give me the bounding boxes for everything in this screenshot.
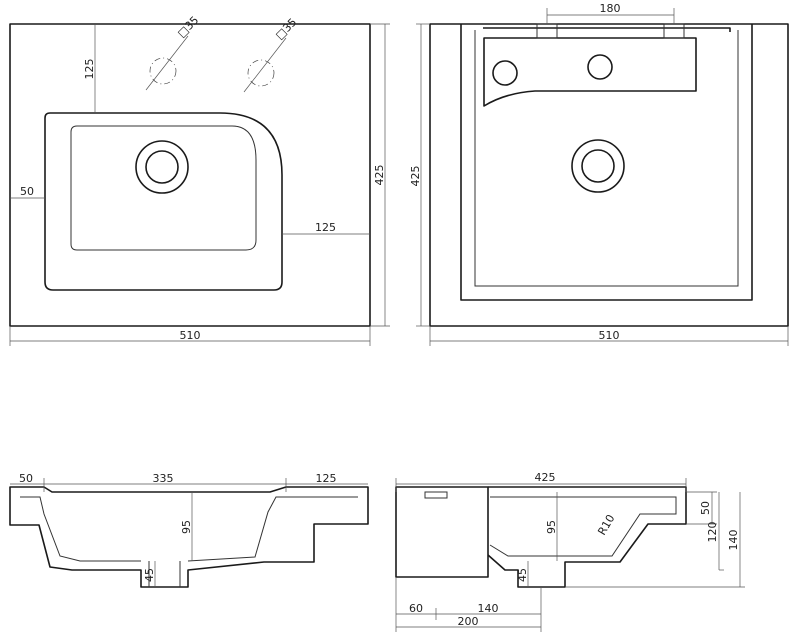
bottom-view: 180 425 510 xyxy=(409,2,789,346)
bottom-view-inner-wall xyxy=(474,30,739,287)
tap-hole-2-leader xyxy=(243,37,287,93)
bottom-view-shelf-top xyxy=(483,27,731,32)
dim-text-tap-offset: 125 xyxy=(83,59,96,80)
dim-text-width: 510 xyxy=(180,329,201,342)
bottom-view-wall xyxy=(460,24,753,301)
dim-text-bottom-width: 510 xyxy=(599,329,620,342)
dim-text-front-left-rim: 50 xyxy=(19,472,33,485)
side-section-back xyxy=(395,486,489,578)
dim-text-front-drain: 45 xyxy=(143,568,156,582)
tap-shelf-hole-1 xyxy=(492,60,518,86)
dim-text-right-shelf: 125 xyxy=(315,221,336,234)
side-section-outline xyxy=(487,486,687,588)
top-view-outline xyxy=(9,23,371,327)
dim-text-140: 140 xyxy=(478,602,499,615)
overflow-block xyxy=(424,491,448,499)
front-section-outline xyxy=(9,486,369,588)
front-section-inner xyxy=(20,496,358,562)
dim-text-tap-spacing: 180 xyxy=(600,2,621,15)
bracket-right xyxy=(663,23,685,39)
dim-text-front-depth: 95 xyxy=(180,520,193,534)
dim-text-front-bowl: 335 xyxy=(153,472,174,485)
dim-text-front-right-shelf: 125 xyxy=(316,472,337,485)
bottom-view-outline xyxy=(429,23,789,327)
drain-outer-circle xyxy=(135,140,189,194)
dim-text-200: 200 xyxy=(458,615,479,628)
bottom-drain-outer-circle xyxy=(571,139,625,193)
front-section: 50 335 125 95 45 xyxy=(9,472,369,588)
dim-text-h50: 50 xyxy=(699,501,712,515)
dim-text-h120: 120 xyxy=(706,522,719,543)
side-section: 425 95 R10 45 50 120 140 60 140 200 xyxy=(395,471,745,632)
dim-text-60: 60 xyxy=(409,602,423,615)
top-view-inner-bowl xyxy=(70,125,257,251)
dim-text-side-drain: 45 xyxy=(516,568,529,582)
top-view: 125 50 125 425 510 □35 □35 xyxy=(9,14,390,346)
dim-text-left-rim: 50 xyxy=(20,185,34,198)
dim-text-depth: 425 xyxy=(373,165,386,186)
tap-shelf xyxy=(483,37,697,107)
bracket-left xyxy=(536,23,558,39)
side-section-inner xyxy=(489,496,677,557)
drain-inner-circle xyxy=(145,150,179,184)
tap-shelf-hole-2 xyxy=(587,54,613,80)
tap-hole-1-leader xyxy=(145,35,189,91)
bottom-drain-inner-circle xyxy=(581,149,615,183)
tap-hole-2 xyxy=(247,59,275,87)
dim-text-side-depth: 425 xyxy=(535,471,556,484)
dim-text-radius: R10 xyxy=(595,512,617,537)
dim-text-side-bowl: 95 xyxy=(545,520,558,534)
dim-text-h140: 140 xyxy=(727,530,740,551)
dim-text-bottom-depth: 425 xyxy=(409,166,422,187)
tap-hole-1 xyxy=(149,57,177,85)
top-view-outer-bowl xyxy=(44,112,283,291)
